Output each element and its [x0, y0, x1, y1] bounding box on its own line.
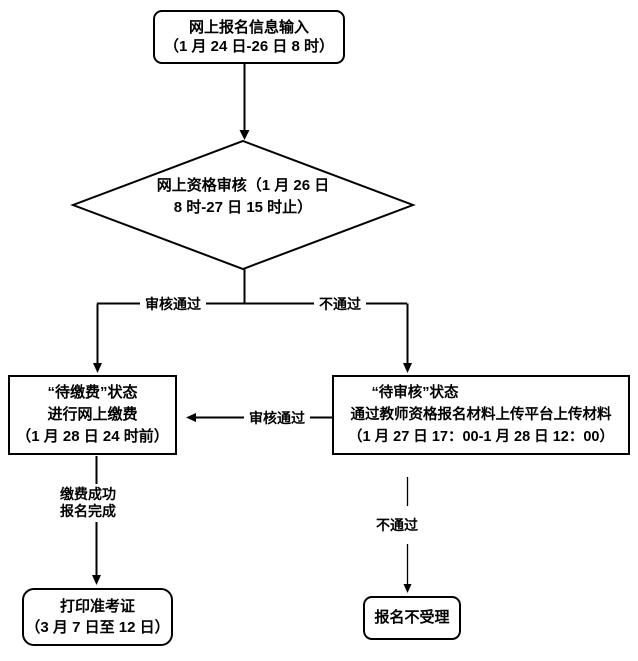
edge-label-payment-done-line2: 报名完成	[60, 503, 116, 519]
node-online-registration: 网上报名信息输入 （1 月 24 日-26 日 8 时）	[153, 10, 345, 64]
node-print-admission-ticket: 打印准考证 （3 月 7 日至 12 日）	[22, 588, 173, 646]
edge-label-payment-done-line1: 缴费成功	[60, 486, 116, 502]
edge-label-upload-pass: 审核通过	[244, 407, 310, 429]
node-print-admission-ticket-line1: 打印准考证	[59, 598, 135, 615]
node-upload-materials-line1: “待审核”状态	[371, 385, 459, 401]
node-online-registration-line2: （1 月 24 日-26 日 8 时）	[163, 38, 335, 55]
edge-label-review-fail: 不通过	[314, 293, 366, 315]
arrowhead-start-review	[239, 130, 250, 140]
node-online-registration-line1: 网上报名信息输入	[188, 19, 309, 36]
node-qualification-review-label: 网上资格审核（1 月 26 日 8 时-27 日 15 时止）	[93, 175, 393, 219]
decision-diamond	[70, 139, 416, 271]
edge-label-payment-done: 缴费成功 报名完成	[55, 484, 121, 522]
arrowhead-upload-reject	[403, 584, 412, 593]
node-qualification-review-line1: 网上资格审核（1 月 26 日	[156, 177, 330, 194]
edge-label-review-pass: 审核通过	[140, 293, 206, 315]
node-upload-materials-line2: 通过教师资格报名材料上传平台上传材料	[350, 407, 612, 423]
node-print-admission-ticket-line2: （3 月 7 日至 12 日）	[25, 619, 170, 636]
arrowhead-pass-drop	[93, 363, 102, 373]
node-payment-line2: 进行网上缴费	[47, 406, 138, 423]
node-payment: “待缴费”状态 进行网上缴费 （1 月 28 日 24 时前）	[8, 375, 177, 455]
arrowhead-upload-payment	[186, 413, 196, 422]
node-registration-rejected-line1: 报名不受理	[374, 609, 450, 626]
node-upload-materials-line3: （1 月 27 日 17：00-1 月 28 日 12：00）	[348, 429, 614, 445]
edge-label-upload-fail: 不通过	[370, 506, 424, 544]
arrowhead-fail-drop	[403, 363, 412, 373]
node-registration-rejected: 报名不受理	[363, 596, 461, 640]
node-qualification-review-line2: 8 时-27 日 15 时止）	[173, 199, 313, 216]
node-payment-line1: “待缴费”状态	[47, 384, 138, 401]
arrowhead-payment-print	[92, 575, 101, 585]
node-payment-line3: （1 月 28 日 24 时前）	[16, 428, 169, 445]
node-upload-materials: “待审核”状态 通过教师资格报名材料上传平台上传材料 （1 月 27 日 17：…	[332, 375, 630, 455]
